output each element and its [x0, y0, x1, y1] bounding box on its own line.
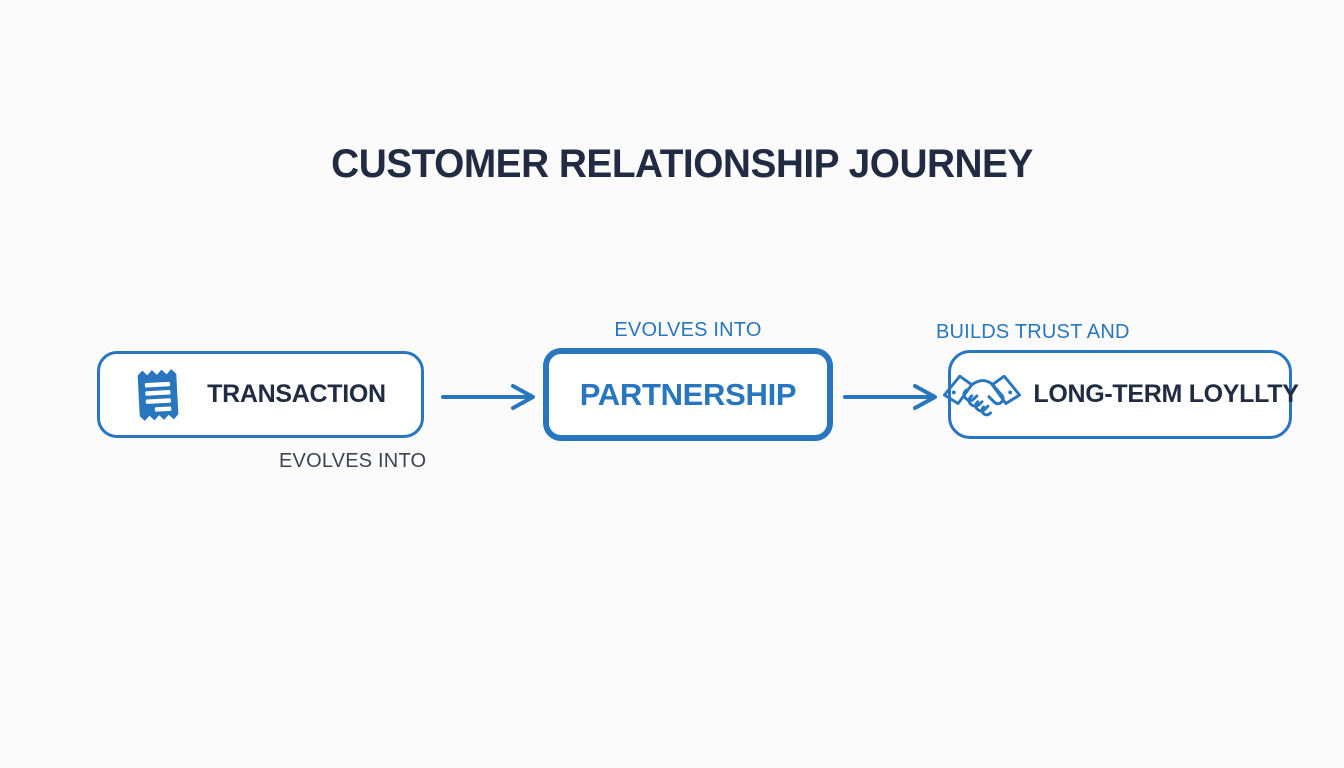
edge-label-evolves-into-top: EVOLVES INTO: [614, 319, 762, 341]
node-loyalty: LONG-TERM LOYLLTY: [943, 350, 1299, 439]
node-transaction: TRANSACTION: [97, 351, 424, 438]
handshake-icon: [941, 367, 1023, 423]
diagram-title: CUSTOMER RELATIONSHIP JOURNEY: [331, 142, 1033, 186]
node-partnership-label: PARTNERSHIP: [579, 376, 797, 412]
edge-label-evolves-into-bottom: EVOLVES INTO: [279, 450, 427, 472]
node-partnership: PARTNERSHIP: [543, 348, 833, 441]
receipt-icon: [134, 364, 183, 424]
arrow-right-icon: [843, 384, 937, 410]
edge-label-builds-trust: BUILDS TRUST AND: [936, 321, 1130, 343]
arrow-right-icon: [441, 384, 535, 410]
node-transaction-label: TRANSACTION: [207, 380, 386, 408]
node-loyalty-label: LONG-TERM LOYLLTY: [1033, 380, 1299, 408]
